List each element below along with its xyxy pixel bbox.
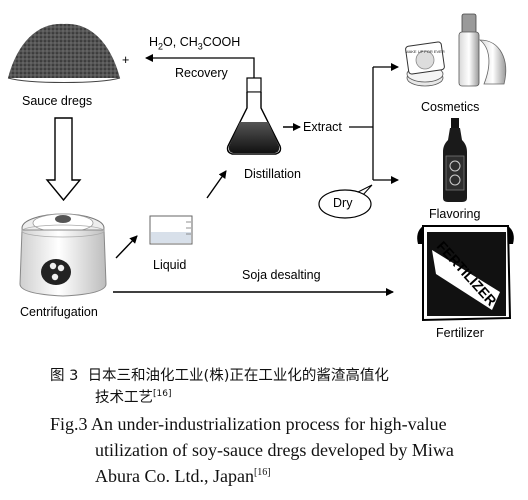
dry-label: Dry: [333, 196, 353, 210]
caption-cn-ref: [16]: [153, 389, 172, 400]
distillation-label: Distillation: [244, 167, 301, 181]
plus-sign: +: [122, 53, 130, 67]
fertilizer-label: Fertilizer: [436, 326, 484, 340]
liquid-image: [149, 215, 193, 245]
cosmetics-label: Cosmetics: [421, 100, 480, 114]
flavoring-label: Flavoring: [429, 207, 481, 221]
distillation-flask-image: [226, 77, 282, 155]
caption-cn-text-2: 技术工艺: [95, 390, 153, 406]
caption-en-line2: utilization of soy-sauce dregs developed…: [95, 440, 454, 460]
centrifuge-image: [19, 213, 107, 297]
centrifuge-to-liquid-arrow: [115, 235, 138, 259]
extract-label: Extract: [303, 120, 342, 134]
caption-en-label: Fig.3: [50, 414, 88, 434]
dregs-to-centrifuge-arrow: [45, 117, 82, 202]
fertilizer-image: FERTILIZER: [417, 225, 514, 322]
recovery-label: Recovery: [175, 66, 228, 80]
caption-en-text-3: Abura Co. Ltd., Japan: [95, 466, 254, 486]
liquid-label: Liquid: [153, 258, 187, 272]
sauce-dregs-label: Sauce dregs: [22, 94, 93, 108]
caption-en-line1: Fig.3 An under-industrialization process…: [50, 414, 447, 435]
caption-en-line3: Abura Co. Ltd., Japan[16]: [95, 466, 271, 487]
recovery-arrow: [145, 54, 255, 78]
caption-cn-label: 图 3: [50, 368, 79, 384]
soja-desalting-label: Soja desalting: [242, 268, 321, 282]
caption-cn-text-1: 日本三和油化工业(株)正在工业化的酱渣高值化: [87, 368, 389, 384]
caption-en-ref: [16]: [253, 467, 271, 478]
caption-en-text-1: An under-industrialization process for h…: [91, 414, 447, 434]
liquid-to-distillation-arrow: [206, 170, 227, 199]
dry-bubble: [318, 184, 373, 219]
centrifugation-label: Centrifugation: [20, 305, 98, 319]
caption-cn-line1: 图 3 日本三和油化工业(株)正在工业化的酱渣高值化: [50, 364, 389, 385]
sauce-dregs-image: [7, 23, 121, 83]
cosmetics-image: MAKE UP FOR EVER: [405, 13, 507, 87]
cosmetics-product-text: MAKE UP FOR EVER: [405, 49, 445, 54]
byproduct-formula: H2O, CH3COOH: [149, 35, 241, 52]
caption-cn-line2: 技术工艺[16]: [95, 386, 171, 407]
flavoring-image: [443, 118, 467, 202]
